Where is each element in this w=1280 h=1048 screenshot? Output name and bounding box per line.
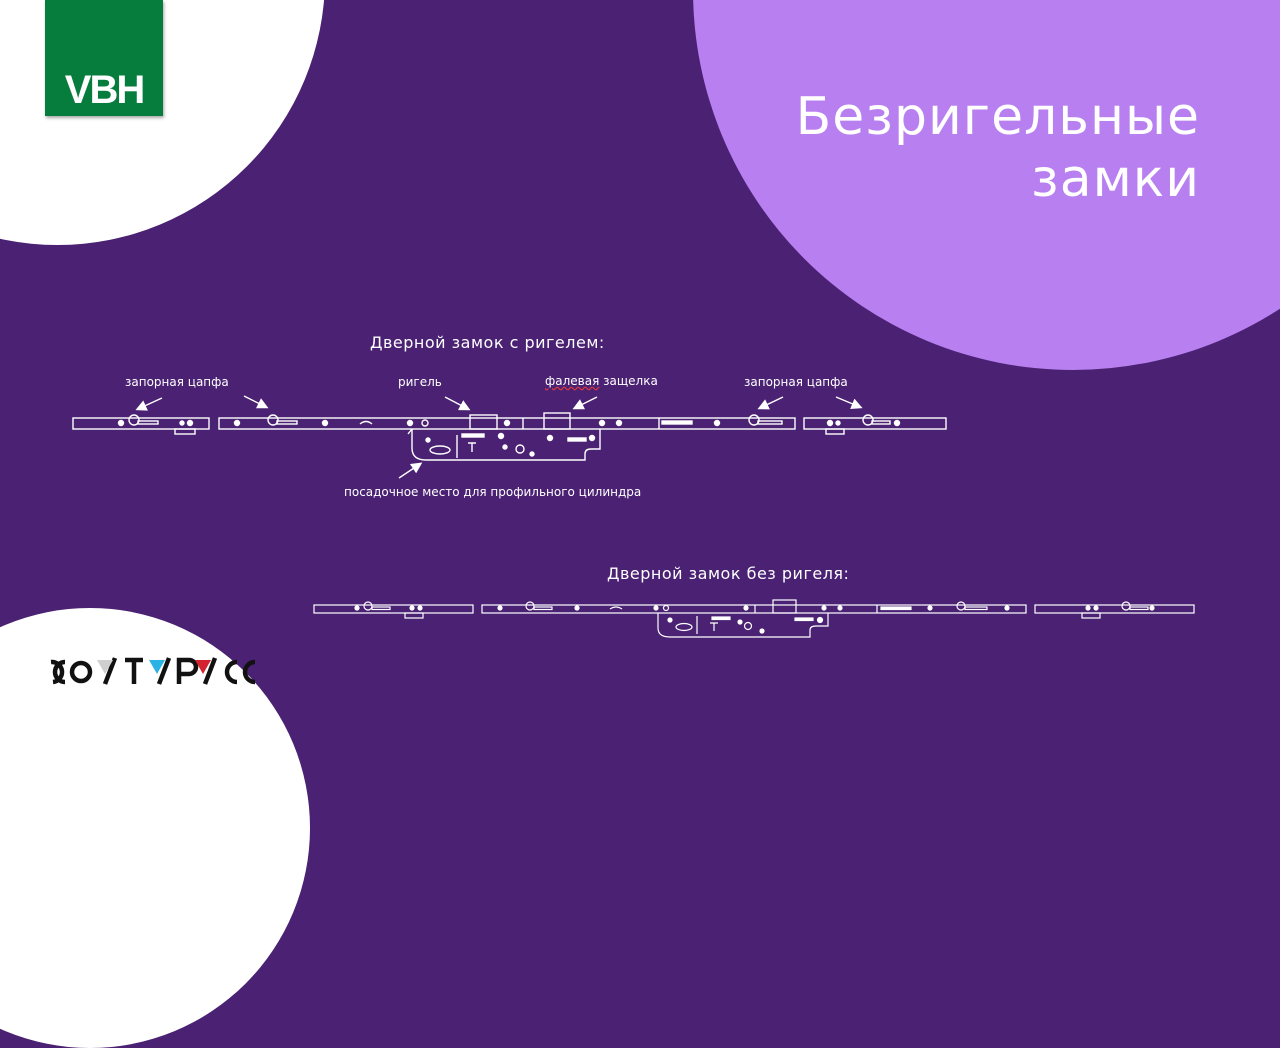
- slide-title-line2: замки: [1031, 149, 1200, 209]
- slide-title-line1: Безригельные: [795, 87, 1200, 147]
- label-latch: фалевая защелка: [545, 374, 658, 388]
- vbh-logo-text: VBH: [64, 68, 145, 112]
- lock-without-bolt: [313, 599, 1195, 638]
- diagram-heading-without-bolt: Дверной замок без ригеля:: [607, 564, 850, 583]
- label-cylinder-seat: посадочное место для профильного цилиндр…: [344, 485, 642, 499]
- vbh-logo: VBH: [45, 0, 163, 116]
- label-locking-pin-left: запорная цапфа: [125, 375, 229, 389]
- label-latch-suffix: защелка: [599, 374, 658, 388]
- slide-title: Безригельные замки: [796, 86, 1200, 210]
- label-bolt: ригель: [398, 375, 442, 389]
- futuruss-logo: [50, 657, 256, 685]
- label-locking-pin-right: запорная цапфа: [744, 375, 848, 389]
- diagram-heading-with-bolt: Дверной замок с ригелем:: [370, 333, 605, 352]
- lock-diagram-drawings: [72, 395, 1195, 638]
- lock-with-bolt: [72, 395, 947, 479]
- label-latch-prefix: фалевая: [545, 374, 600, 388]
